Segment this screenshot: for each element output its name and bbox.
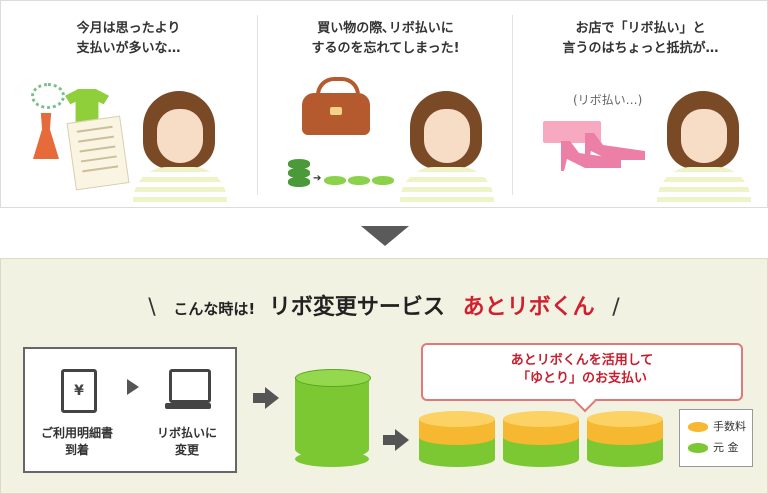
- step-2-label-line2: 変更: [174, 443, 199, 457]
- headline-service-name: リボ変更サービス: [268, 295, 445, 320]
- computer-icon: [169, 369, 211, 403]
- coin-small-icon: [372, 176, 394, 185]
- fee-swatch: [688, 422, 708, 432]
- handbag-icon: [302, 77, 370, 135]
- scenario-panel-2: 買い物の際､リボ払いに するのを忘れてしまった! ➔: [258, 1, 513, 207]
- down-arrow-icon: [361, 226, 409, 246]
- slash-decoration-right: /: [612, 295, 620, 320]
- panel-3-caption-line2: 言うのはちょっと抵抗が…: [562, 41, 719, 56]
- worried-woman-illustration: [651, 85, 755, 207]
- legend-principal-label: 元 金: [713, 441, 739, 454]
- panel-1-caption: 今月は思ったより 支払いが多いな…: [1, 19, 256, 59]
- step-1-label-line1: ご利用明細書: [40, 426, 113, 440]
- step-1-label: ご利用明細書 到着: [31, 425, 123, 459]
- panel-2-caption-line1: 買い物の際､リボ払いに: [317, 21, 454, 36]
- panel-3-caption: お店で「リボ払い」と 言うのはちょっと抵抗が…: [513, 19, 768, 59]
- service-section: \ こんな時は! リボ変更サービス あとリボくん / ¥ ご利用明細書 到着 リ…: [0, 258, 768, 494]
- principal-swatch: [688, 443, 708, 453]
- service-headline: \ こんな時は! リボ変更サービス あとリボくん /: [1, 289, 767, 321]
- scenario-panel-3: お店で「リボ払い」と 言うのはちょっと抵抗が… (リボ払い…): [513, 1, 768, 207]
- statement-paper-icon: [66, 115, 130, 191]
- worried-woman-illustration: [394, 85, 498, 207]
- arrow-right-icon: ➔: [313, 173, 322, 184]
- legend-fee: 手数料: [688, 420, 746, 434]
- panel-divider: [257, 15, 258, 195]
- coin-small-icon: [324, 176, 346, 185]
- headline-brand-name: あとリボくん: [462, 295, 595, 320]
- benefit-speech-bubble: あとリボくんを活用して 「ゆとり」のお支払い: [421, 343, 743, 401]
- installment-coin: [419, 411, 495, 467]
- computer-base-icon: [165, 403, 211, 409]
- scenario-panels: 今月は思ったより 支払いが多いな… 買い物の際､リボ払いに するのを忘れてしまっ…: [0, 0, 768, 208]
- coin-legend: 手数料 元 金: [679, 409, 753, 467]
- panel-divider: [512, 15, 513, 195]
- slash-decoration-left: \: [148, 295, 156, 320]
- coin-stack-icon: [288, 168, 310, 178]
- bubble-line2: 「ゆとり」のお支払い: [516, 371, 647, 386]
- coin-stack-icon: [288, 177, 310, 187]
- scenario-panel-1: 今月は思ったより 支払いが多いな…: [1, 1, 256, 207]
- bubble-line1: あとリボくんを活用して: [510, 353, 654, 368]
- panel-1-caption-line2: 支払いが多いな…: [76, 41, 181, 56]
- panel-2-caption-line2: するのを忘れてしまった!: [311, 41, 460, 56]
- coin-small-icon: [348, 176, 370, 185]
- installment-coin: [587, 411, 663, 467]
- coin-stack-icon: [288, 159, 310, 169]
- worried-woman-illustration: [127, 85, 231, 207]
- panel-2-caption: 買い物の際､リボ払いに するのを忘れてしまった!: [258, 19, 513, 59]
- headline-lead: こんな時は!: [173, 300, 256, 318]
- flow-steps-box: ¥ ご利用明細書 到着 リボ払いに 変更: [23, 347, 237, 473]
- panel-1-caption-line1: 今月は思ったより: [76, 21, 181, 36]
- panel-3-caption-line1: お店で「リボ払い」と: [575, 21, 706, 36]
- step-2-label-line1: リボ払いに: [156, 426, 217, 440]
- dress-icon: [33, 113, 59, 159]
- step-1-label-line2: 到着: [64, 443, 89, 457]
- step-2-label: リボ払いに 変更: [141, 425, 233, 459]
- legend-fee-label: 手数料: [713, 420, 746, 433]
- necklace-icon: [31, 83, 65, 109]
- statement-yen-icon: ¥: [61, 369, 97, 413]
- legend-principal: 元 金: [688, 441, 739, 455]
- triangle-right-icon: [127, 379, 139, 395]
- thought-text: (リボ払い…): [573, 93, 643, 107]
- installment-coin: [503, 411, 579, 467]
- lump-sum-cylinder: [295, 369, 371, 467]
